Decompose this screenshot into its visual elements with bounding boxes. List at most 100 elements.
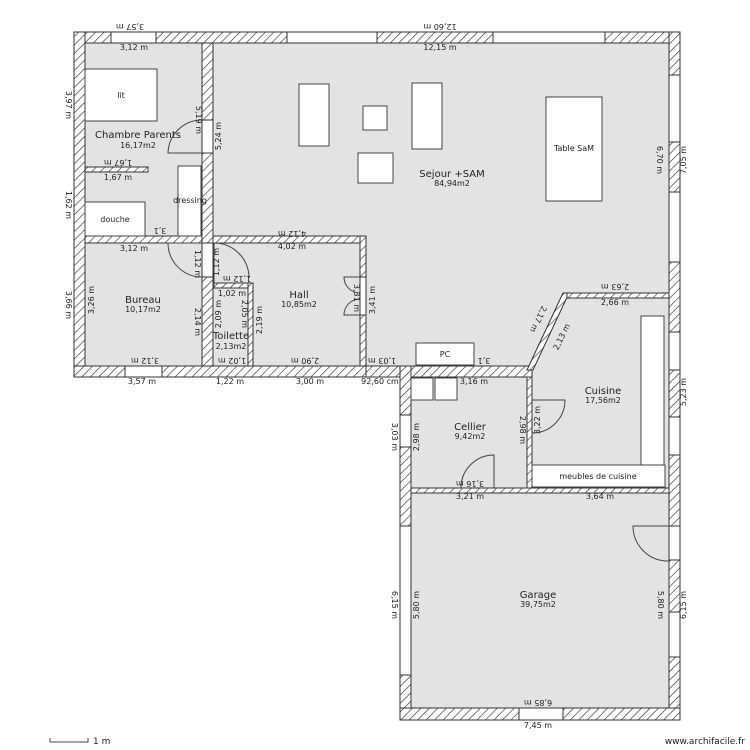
dimension-label: 2,19 m (255, 306, 264, 334)
room-labels: Chambre Parents 16,17m2 Sejour +SAM 84,9… (95, 130, 621, 609)
room-area: 2,13m2 (216, 342, 247, 351)
dimension-label: 5,80 m (656, 591, 665, 619)
window (518, 707, 564, 721)
dimension-label: 6,70 m (655, 146, 664, 174)
wall-left (73, 31, 86, 378)
watermark: www.archifacile.fr (665, 737, 745, 747)
dimension-label: 6,15 m (679, 591, 688, 619)
dining-table-label: Table SaM (553, 144, 594, 153)
dimension-label: 1,12 m (193, 250, 202, 278)
window (286, 31, 378, 44)
dimension-label: 1,67 m (104, 173, 132, 182)
door-arc (167, 119, 203, 154)
shower (84, 201, 146, 237)
window (668, 331, 681, 371)
door-opening (201, 242, 214, 278)
dimension-label: 6,85 m (524, 698, 552, 707)
window (668, 74, 681, 143)
door-arc (343, 276, 361, 316)
scale-bar: 1 m (49, 737, 110, 747)
room-name: Toilette (212, 331, 249, 342)
dimension-label: 2,14 m (193, 308, 202, 336)
dimension-label: 1,02 m (218, 289, 246, 298)
dimension-label: 1,02 m (218, 356, 246, 365)
window (110, 31, 157, 44)
door-opening (201, 119, 214, 154)
windows (110, 31, 681, 721)
dimension-label: 5,19 m (194, 106, 203, 134)
dimension-label: 2,05 m (240, 300, 249, 328)
dimension-label: 3,12 m (120, 43, 148, 52)
wall-chambre-partition (84, 166, 149, 173)
pc-desk (415, 342, 475, 366)
wall-toilette-right (247, 282, 254, 367)
garage-door (399, 525, 412, 676)
wall-sejour-cellier (365, 365, 533, 378)
dimension-label: 5,23 m (679, 378, 688, 406)
dimension-label: 3,03 m (390, 423, 399, 451)
scale-bar-line (49, 738, 89, 743)
dimension-label: 3,00 m (296, 377, 324, 386)
room-name: Garage (520, 590, 557, 601)
dimension-label: 3,1 (154, 226, 167, 235)
dimension-label: 7,45 m (524, 721, 552, 730)
appliance (410, 377, 434, 401)
dimension-label: 6,15 m (390, 591, 399, 619)
dressing-label: dressing (173, 196, 207, 205)
wall-chambre-sejour (201, 42, 214, 367)
door-arc (460, 454, 495, 489)
dimension-label: 3,64 m (586, 492, 614, 501)
kitchen-units (531, 464, 666, 488)
dimension-label: 3,41 m (368, 286, 377, 314)
window (668, 191, 681, 263)
room-area: 39,75m2 (520, 600, 556, 609)
bed (84, 68, 158, 122)
dimension-label: 3,26 m (87, 286, 96, 314)
door-arc (632, 525, 670, 562)
sofa (411, 82, 443, 150)
room-name: Cellier (454, 422, 487, 433)
door-arc (531, 399, 566, 434)
room-area: 10,85m2 (281, 300, 317, 309)
dimension-label: 2,09 m (214, 300, 223, 328)
window (399, 414, 412, 448)
dimension-label: 1,12 m (212, 248, 221, 276)
dimension-label: 1,03 m (368, 356, 396, 365)
room-name: Bureau (125, 295, 161, 306)
shower-label: douche (100, 215, 130, 224)
window (492, 31, 606, 44)
room-area: 16,17m2 (120, 141, 156, 150)
armchair (357, 152, 394, 184)
dimension-label: 5,80 m (412, 591, 421, 619)
door-arc (167, 242, 203, 278)
dimension-label: 3,22 m (533, 406, 542, 434)
kitchen-counter (640, 315, 665, 466)
dimension-label: 3,1 (478, 356, 491, 365)
dimension-label: 4,02 m (278, 242, 306, 251)
dimension-label: 3,12 m (120, 244, 148, 253)
dimension-label: 3,16 m (456, 479, 484, 488)
room-area: 17,56m2 (585, 396, 621, 405)
dimension-label: 3,57 m (116, 22, 144, 31)
wall-kitchen-top (566, 292, 670, 299)
dimension-label: 2,90 m (291, 356, 319, 365)
floor-kitchen (532, 298, 669, 377)
room-area: 10,17m2 (125, 305, 161, 314)
dimension-label: 3,97 m (64, 91, 73, 119)
dimension-label: 1,12 m (223, 274, 251, 283)
door-arc (213, 242, 250, 288)
dimension-label: 2,63 m (601, 282, 629, 291)
room-name: Sejour +SAM (419, 169, 484, 180)
room-area: 9,42m2 (455, 432, 486, 441)
room-name: Cuisine (585, 386, 622, 397)
appliance (434, 377, 458, 401)
dimension-label: 92,60 cm (361, 377, 399, 386)
kitchen-units-label: meubles de cuisine (559, 472, 636, 481)
dimension-label: 3,12 m (131, 356, 159, 365)
dressing (177, 165, 202, 237)
door-opening (359, 276, 367, 316)
window (668, 611, 681, 658)
room-name: Hall (289, 290, 308, 301)
room-name: Chambre Parents (95, 130, 181, 141)
